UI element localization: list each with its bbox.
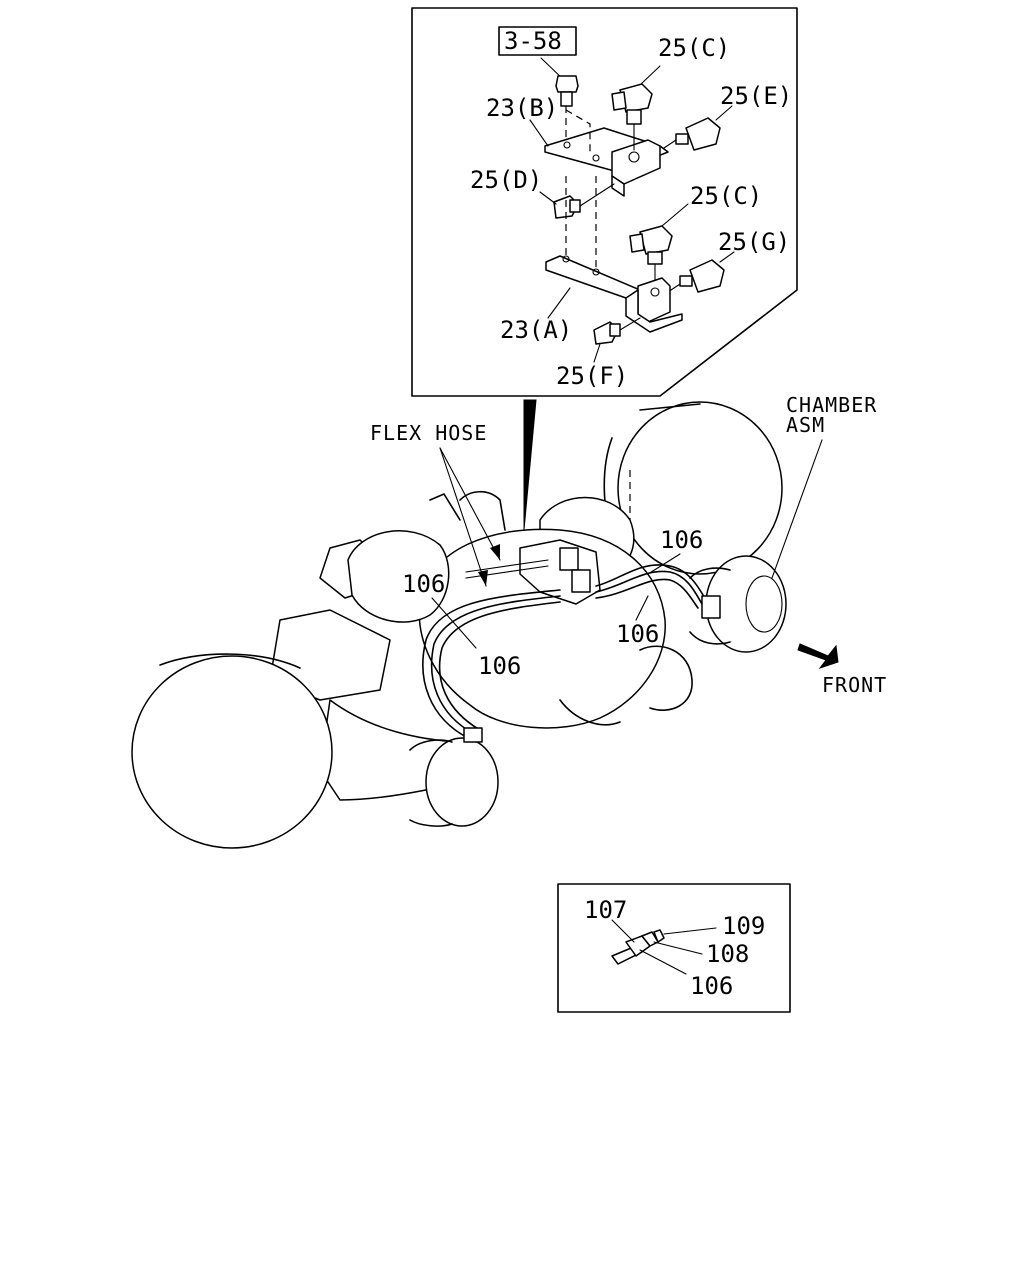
hose-end-fitting-icon <box>611 929 665 965</box>
differential-housing <box>418 528 666 729</box>
label-25c-upper: 25(C) <box>658 34 730 62</box>
label-106-a: 106 <box>402 570 445 598</box>
leader-108 <box>653 941 703 955</box>
leader-e <box>715 105 733 121</box>
label-chamber-asm-2: ASM <box>786 413 825 437</box>
axis-d <box>579 183 615 207</box>
elbow-fitting-lower-icon <box>629 225 673 265</box>
leader-c2 <box>661 203 689 227</box>
label-106-b: 106 <box>478 652 521 680</box>
label-106-detail: 106 <box>690 972 733 1000</box>
detail-pointer <box>523 399 537 531</box>
leader-b <box>529 119 549 147</box>
valve-cluster <box>465 539 601 605</box>
label-flex-hose: FLEX HOSE <box>370 421 487 445</box>
bracket-b <box>544 109 669 197</box>
leader-107 <box>611 919 635 943</box>
front-arrow-icon <box>797 643 839 669</box>
axis-f <box>619 317 641 331</box>
label-109: 109 <box>722 912 765 940</box>
label-23a: 23(A) <box>500 316 572 344</box>
hose-connector-left <box>463 727 483 743</box>
label-front: FRONT <box>822 673 887 697</box>
label-25c-lower: 25(C) <box>690 182 762 210</box>
fitting-detail-frame <box>557 883 791 1013</box>
reference-box <box>498 26 577 56</box>
straight-fitting-f-icon <box>593 321 621 345</box>
bracket-a <box>545 255 683 333</box>
leader-a <box>547 287 571 319</box>
leader-c1 <box>640 65 661 85</box>
rear-axle-assembly <box>131 401 787 849</box>
leader-flex-2 <box>439 447 501 561</box>
connector-e-icon <box>675 117 721 151</box>
label-25g: 25(G) <box>718 228 790 256</box>
leader-106-a <box>431 597 477 649</box>
leader-d <box>539 191 557 205</box>
left-brake-chamber <box>425 737 499 827</box>
leader-106-detail <box>639 949 687 975</box>
label-chamber-asm-1: CHAMBER <box>786 393 877 417</box>
arrowhead-flex-2 <box>490 544 500 560</box>
label-106-c: 106 <box>660 526 703 554</box>
label-108: 108 <box>706 940 749 968</box>
bolt-icon <box>555 75 579 140</box>
leader-flex-1 <box>439 447 487 587</box>
detail-frame <box>411 7 798 397</box>
leader-106-d <box>635 595 649 621</box>
label-25f: 25(F) <box>556 362 628 390</box>
leader-chamber <box>771 439 823 579</box>
straight-fitting-d-icon <box>553 195 581 219</box>
leader-g <box>719 251 735 263</box>
label-25d: 25(D) <box>470 166 542 194</box>
elbow-fitting-upper-icon <box>611 83 653 125</box>
leader-f <box>593 343 601 363</box>
air-hoses <box>422 564 721 743</box>
label-106-d: 106 <box>616 620 659 648</box>
fitting-detail-inset: 107 109 108 106 <box>557 883 791 1013</box>
leader-106-c <box>647 553 681 575</box>
right-brake-drum <box>617 401 783 575</box>
arrowhead-flex-1 <box>478 570 488 586</box>
label-107: 107 <box>584 896 627 924</box>
label-25e: 25(E) <box>720 82 792 110</box>
label-ref-3-58: 3-58 <box>504 27 562 55</box>
left-brake-drum <box>131 655 333 849</box>
label-23b: 23(B) <box>486 94 558 122</box>
leader-109 <box>663 927 717 935</box>
valve-detail-inset: 3-58 25(C) <box>411 7 798 397</box>
axis-e <box>663 139 677 149</box>
hose-connector-right <box>701 595 721 619</box>
connector-g-icon <box>679 259 725 293</box>
